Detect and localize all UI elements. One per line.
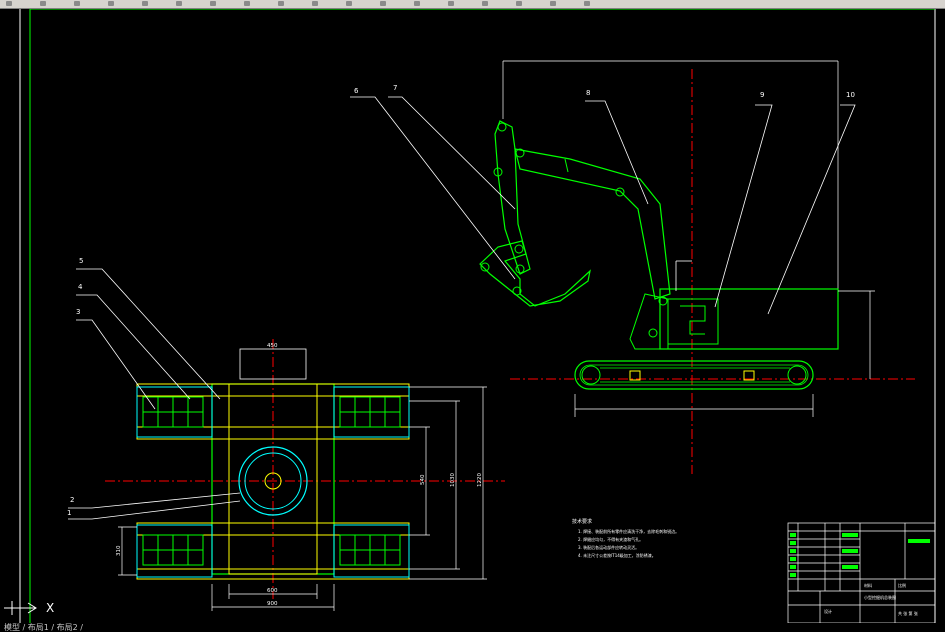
- excavator-side-view[interactable]: [479, 60, 915, 474]
- match-icon[interactable]: [346, 1, 352, 6]
- balloon-3: 3: [76, 308, 80, 316]
- dim-900: 900: [267, 601, 278, 607]
- drawing-canvas[interactable]: 1 2 3 4 5 6 7 8 9 10 450 600 900 540 103…: [0, 9, 945, 623]
- print-icon[interactable]: [108, 1, 114, 6]
- layout-tabs-bar[interactable]: 模型 / 布局1 / 布局2 /: [0, 623, 945, 632]
- title-sheet: 共 张 第 张: [898, 610, 918, 616]
- help-icon[interactable]: [584, 1, 590, 6]
- notes-title: 技术要求: [572, 518, 592, 525]
- balloon-6: 6: [354, 87, 359, 95]
- title-designer: 设计: [824, 608, 832, 614]
- title-block[interactable]: [787, 522, 936, 623]
- title-block-cells: [790, 533, 930, 577]
- layout-tabs-text[interactable]: 模型 / 布局1 / 布局2 /: [4, 623, 83, 632]
- properties-icon[interactable]: [278, 1, 284, 6]
- paste-icon[interactable]: [414, 1, 420, 6]
- title-scale: 比例: [898, 582, 906, 588]
- snap-icon[interactable]: [482, 1, 488, 6]
- technical-notes: 技术要求 1. 焊接、装配前所有零件应清洗干净，去除毛刺和锐边。 2. 焊缝应均…: [572, 518, 679, 558]
- balloon-2: 2: [70, 496, 74, 504]
- copy-icon[interactable]: [380, 1, 386, 6]
- open-icon[interactable]: [40, 1, 46, 6]
- dim-1030: 1030: [450, 473, 456, 487]
- save-icon[interactable]: [74, 1, 80, 6]
- title-block-text: 小型挖掘机总装图 比例 材料 共 张 第 张 设计: [824, 582, 918, 616]
- title-drawing-name: 小型挖掘机总装图: [864, 594, 896, 600]
- ortho-icon[interactable]: [550, 1, 556, 6]
- note-1: 1. 焊接、装配前所有零件应清洗干净，去除毛刺和锐边。: [578, 528, 679, 534]
- redo-icon[interactable]: [176, 1, 182, 6]
- note-4: 4. 未注尺寸公差按IT14级加工，涂防锈漆。: [578, 552, 656, 558]
- ucs-icon: [4, 601, 37, 615]
- title-material: 材料: [864, 582, 872, 588]
- dim-540: 540: [420, 474, 426, 485]
- note-3: 3. 装配后各运动部件应转动灵活。: [578, 544, 639, 550]
- balloon-7: 7: [393, 84, 397, 92]
- new-icon[interactable]: [6, 1, 12, 6]
- grid-icon[interactable]: [516, 1, 522, 6]
- balloon-8: 8: [586, 89, 590, 97]
- cut-icon[interactable]: [448, 1, 454, 6]
- ucs-x-label: X: [46, 601, 54, 615]
- dim-310: 310: [116, 545, 122, 556]
- undo-icon[interactable]: [142, 1, 148, 6]
- balloon-1: 1: [67, 509, 71, 517]
- layers-icon[interactable]: [312, 1, 318, 6]
- toolbar: [0, 0, 945, 9]
- dim-600: 600: [267, 588, 278, 594]
- balloon-labels: 1 2 3 4 5 6 7 8 9 10: [67, 84, 855, 517]
- balloon-4: 4: [78, 283, 83, 291]
- drawing-frame: [19, 9, 936, 623]
- balloon-5: 5: [79, 257, 83, 265]
- balloon-10: 10: [846, 91, 855, 99]
- dimension-labels: 450 600 900 540 1030 1220 310: [116, 343, 483, 607]
- leader-lines: [68, 96, 856, 520]
- balloon-9: 9: [760, 91, 764, 99]
- pan-icon[interactable]: [210, 1, 216, 6]
- dim-450: 450: [267, 343, 278, 349]
- note-2: 2. 焊缝应均匀，不得有夹渣和气孔。: [578, 536, 643, 542]
- zoom-icon[interactable]: [244, 1, 250, 6]
- dim-1220: 1220: [477, 473, 483, 487]
- chassis-plan-view[interactable]: [105, 339, 505, 611]
